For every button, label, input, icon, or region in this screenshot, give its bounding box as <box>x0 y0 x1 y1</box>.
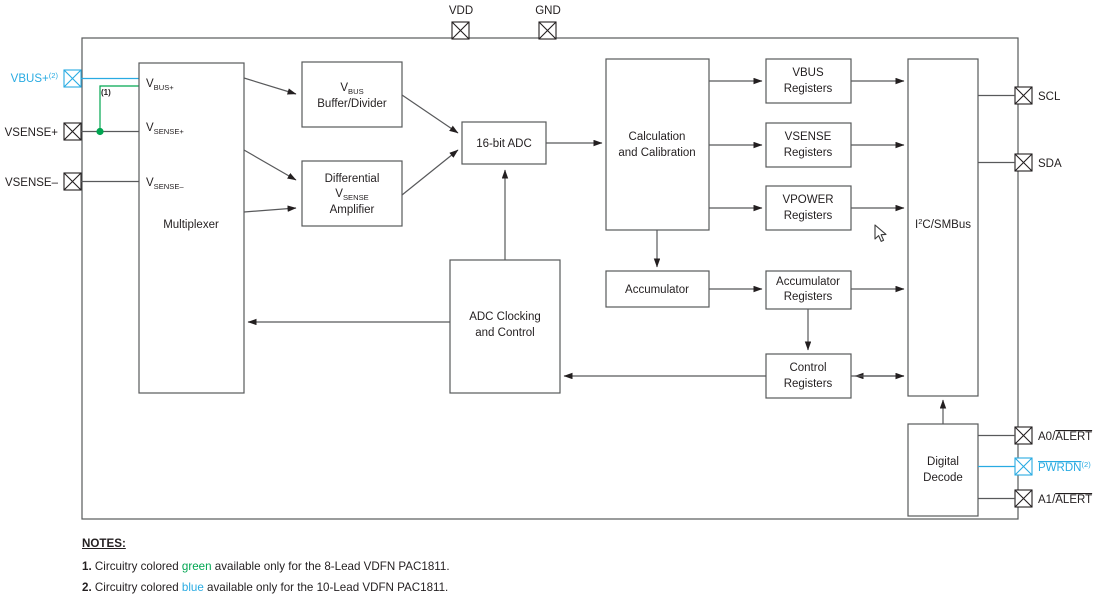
pin-label-pwrdn: PWRDN(2) <box>1038 460 1091 474</box>
block-vpower-registers[interactable] <box>765 185 852 231</box>
pin-label-gnd: GND <box>535 5 561 17</box>
block-label-control-registers-2: Registers <box>784 378 833 390</box>
pin-label-vdd: VDD <box>449 5 473 17</box>
block-vsense-registers[interactable] <box>765 122 852 168</box>
note-1-color-word: green <box>181 560 212 573</box>
note-2-post: available only for the 10-Lead VDFN PAC1… <box>203 581 449 594</box>
wire-mux-to-vbus-buffer <box>243 77 297 95</box>
pin-label-a0-alert: A0/ALERT <box>1038 431 1092 443</box>
pin-scl[interactable] <box>1014 86 1033 105</box>
block-i2c-smbus[interactable] <box>907 58 979 397</box>
block-label-vbus-buffer-divider-2: Buffer/Divider <box>317 98 387 110</box>
block-label-digital-decode-1: Digital <box>927 456 959 468</box>
block-label-vsense-registers-1: VSENSE <box>785 131 832 143</box>
pin-sda[interactable] <box>1014 153 1033 172</box>
note-item-2: 2. Circuitry colored blue available only… <box>82 578 782 598</box>
wire-green-link <box>99 85 139 132</box>
block-label-calculation-1: Calculation <box>629 131 686 143</box>
pin-vsense-plus[interactable] <box>63 122 82 141</box>
wire-diffamp-to-adc <box>401 149 459 196</box>
wire-vbus-buffer-to-adc <box>401 94 459 134</box>
annotation-note-ref-1: (1) <box>101 88 111 97</box>
block-label-vbus-registers-2: Registers <box>784 83 833 95</box>
wire-mux-to-diffamp-2 <box>243 205 297 213</box>
block-calculation-and-calibration[interactable] <box>605 58 710 231</box>
block-label-vsense-registers-2: Registers <box>784 147 833 159</box>
block-label-accum-registers-2: Registers <box>784 291 833 303</box>
notes-heading: NOTES: <box>82 537 126 550</box>
block-label-control-registers-1: Control <box>789 362 826 374</box>
pin-a1-alert[interactable] <box>1014 489 1033 508</box>
block-label-multiplexer: Multiplexer <box>163 219 219 231</box>
pin-label-sda: SDA <box>1038 158 1062 170</box>
block-vbus-registers[interactable] <box>765 58 852 104</box>
block-multiplexer[interactable] <box>138 62 245 394</box>
pin-label-vsense-minus: VSENSE– <box>5 177 59 189</box>
note-1-pre: Circuitry colored <box>94 560 182 573</box>
block-label-accumulator: Accumulator <box>625 284 689 296</box>
block-label-accum-registers-1: Accumulator <box>776 276 840 288</box>
block-16-bit-adc[interactable] <box>461 121 547 165</box>
pin-gnd[interactable] <box>538 21 557 40</box>
junction-dot-green <box>96 127 104 136</box>
pin-label-vbus-plus: VBUS+(2) <box>11 71 59 85</box>
block-digital-decode[interactable] <box>907 423 979 517</box>
note-1-post: available only for the 8-Lead VDFN PAC18… <box>211 560 450 573</box>
pin-vbus-plus[interactable] <box>63 69 82 88</box>
block-label-adc-clocking-1: ADC Clocking <box>469 311 541 323</box>
note-2-number: 2. <box>82 581 92 594</box>
note-2-color-word: blue <box>181 581 204 594</box>
block-label-i2c-smbus: I2C/SMBus <box>915 217 971 231</box>
block-label-diff-amp-1: Differential <box>325 173 380 185</box>
block-label-16-bit-adc: 16-bit ADC <box>476 138 532 150</box>
pin-label-a1-alert: A1/ALERT <box>1038 494 1092 506</box>
block-label-calculation-2: and Calibration <box>618 147 695 159</box>
block-control-registers[interactable] <box>765 353 852 399</box>
wire-mux-to-diffamp-1 <box>243 149 297 181</box>
pin-vdd[interactable] <box>451 21 470 40</box>
note-1-number: 1. <box>82 560 92 573</box>
block-label-vpower-registers-2: Registers <box>784 210 833 222</box>
block-label-vbus-registers-1: VBUS <box>792 67 824 79</box>
block-label-digital-decode-2: Decode <box>923 472 963 484</box>
notes-section: NOTES: 1. Circuitry colored green availa… <box>82 534 782 599</box>
note-item-1: 1. Circuitry colored green available onl… <box>82 557 782 577</box>
block-differential-vsense-amplifier[interactable] <box>301 160 403 227</box>
block-label-vpower-registers-1: VPOWER <box>782 194 833 206</box>
note-2-pre: Circuitry colored <box>94 581 182 594</box>
pin-label-scl: SCL <box>1038 91 1061 103</box>
mouse-pointer-icon <box>874 224 887 242</box>
block-label-adc-clocking-2: and Control <box>475 327 534 339</box>
block-accumulator-registers[interactable] <box>765 270 852 310</box>
pin-pwrdn[interactable] <box>1014 457 1033 476</box>
block-vbus-buffer-divider[interactable] <box>301 61 403 128</box>
block-accumulator[interactable] <box>605 270 710 308</box>
pin-a0-alert[interactable] <box>1014 426 1033 445</box>
block-adc-clocking-and-control[interactable] <box>449 259 561 394</box>
block-label-diff-amp-3: Amplifier <box>330 204 375 216</box>
pin-label-vsense-plus: VSENSE+ <box>5 127 59 139</box>
pin-vsense-minus[interactable] <box>63 172 82 191</box>
